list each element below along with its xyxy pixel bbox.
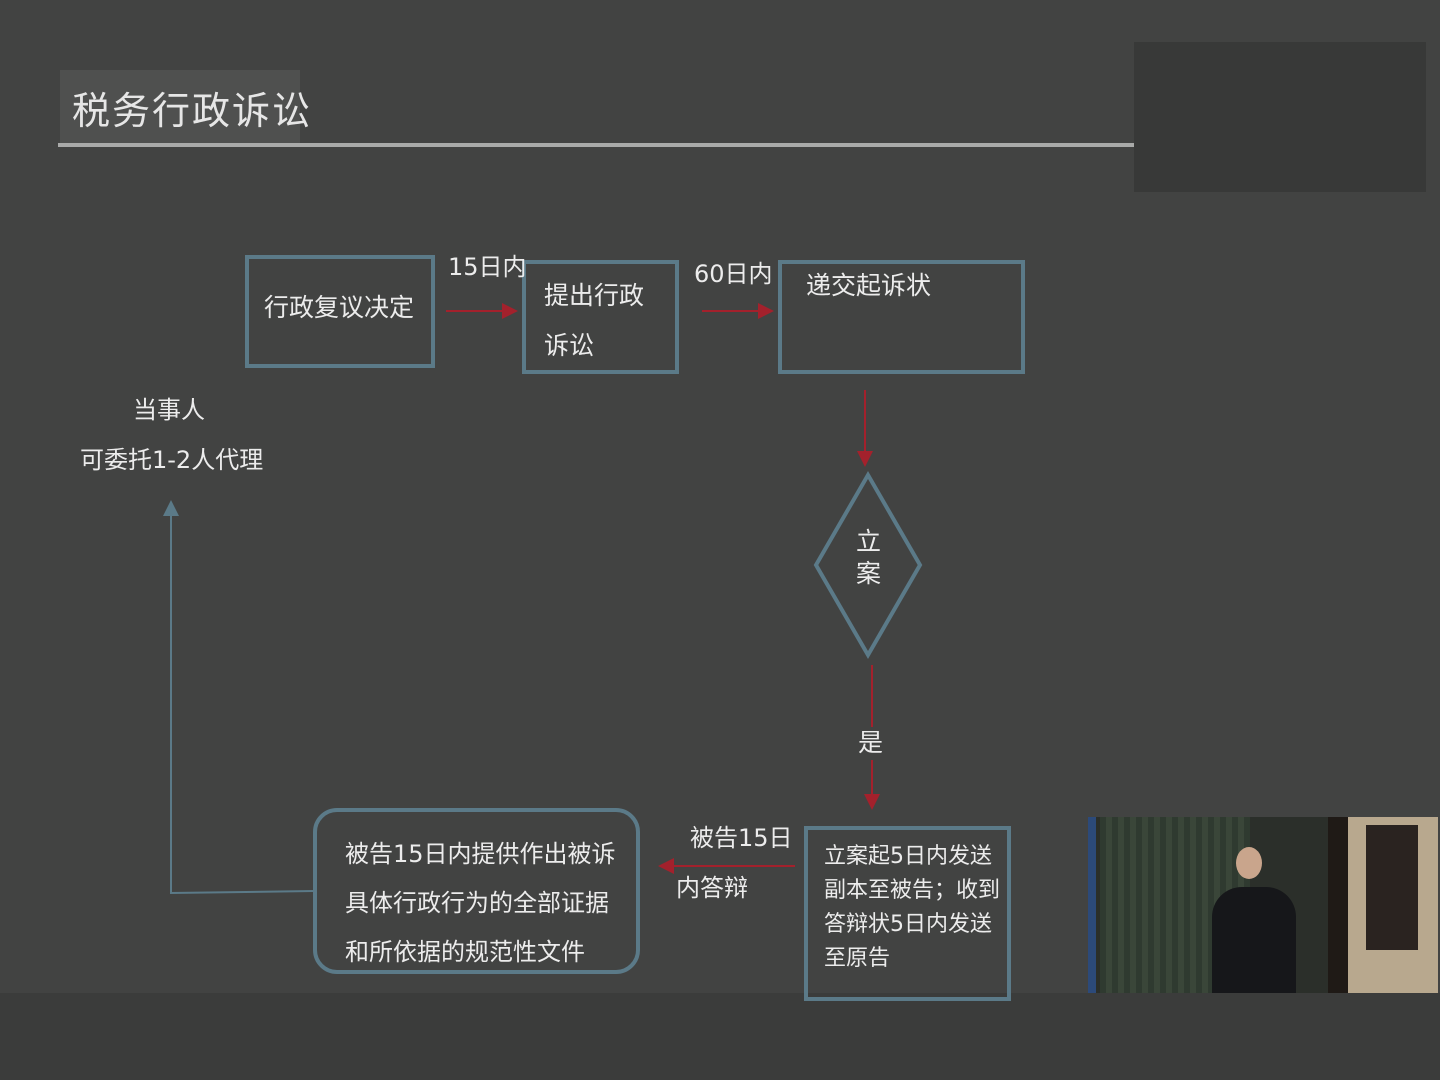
- party-line2: 可委托1-2人代理: [80, 446, 264, 474]
- node-file-suit: [522, 260, 679, 374]
- edge-defendant-reply-line1: 被告15日: [690, 824, 793, 852]
- docket-line2: 案: [856, 559, 882, 588]
- cam-edge: [1088, 817, 1096, 993]
- cam-person-body: [1212, 887, 1296, 993]
- arrow-to-party: [163, 500, 315, 895]
- dark-panel: [1134, 42, 1426, 192]
- slide-title: 税务行政诉讼: [72, 89, 313, 133]
- party-line1: 当事人: [133, 396, 205, 424]
- send-copy-line: 至原告: [824, 946, 891, 971]
- evidence-line: 具体行政行为的全部证据: [345, 889, 609, 917]
- slide: 税务行政诉讼 行政复议决定 提出行政 诉讼 递交起诉状 15日内 60日内 立 …: [58, 42, 1426, 1001]
- node-review-decision: [245, 255, 435, 368]
- send-copy-line: 立案起5日内发送: [824, 844, 992, 869]
- evidence-line: 被告15日内提供作出被诉: [345, 840, 616, 868]
- file-suit-line1: 提出行政: [544, 281, 645, 310]
- send-copy-line: 答辩状5日内发送: [824, 912, 992, 937]
- title-divider: [58, 143, 1134, 147]
- node-submit-complaint: [778, 260, 1025, 374]
- file-suit-line2: 诉讼: [544, 331, 595, 360]
- title-background: [60, 70, 300, 144]
- submit-complaint-label: 递交起诉状: [806, 271, 932, 300]
- edge-yes: 是: [858, 727, 884, 760]
- flow-connectors: [163, 303, 923, 895]
- edge-defendant-reply-line2: 内答辩: [676, 874, 748, 902]
- evidence-text: 被告15日内提供作出被诉 具体行政行为的全部证据 和所依据的规范性文件: [345, 830, 616, 977]
- edge-60-days: 60日内: [694, 260, 773, 288]
- cam-frame: [1366, 825, 1418, 950]
- docket-diamond: [813, 471, 923, 659]
- webcam-inset: [1088, 817, 1438, 993]
- evidence-line: 和所依据的规范性文件: [345, 938, 585, 966]
- send-copy-text: 立案起5日内发送 副本至被告；收到 答辩状5日内发送 至原告: [824, 840, 1000, 976]
- edge-15-days: 15日内: [448, 253, 527, 281]
- cam-door: [1328, 817, 1348, 993]
- node-send-copy: [804, 826, 1011, 1001]
- send-copy-line: 副本至被告；收到: [824, 878, 1001, 903]
- docket-line1: 立: [856, 527, 882, 556]
- cam-person-head: [1236, 847, 1262, 879]
- review-decision-label: 行政复议决定: [264, 293, 415, 322]
- node-evidence: [313, 808, 640, 974]
